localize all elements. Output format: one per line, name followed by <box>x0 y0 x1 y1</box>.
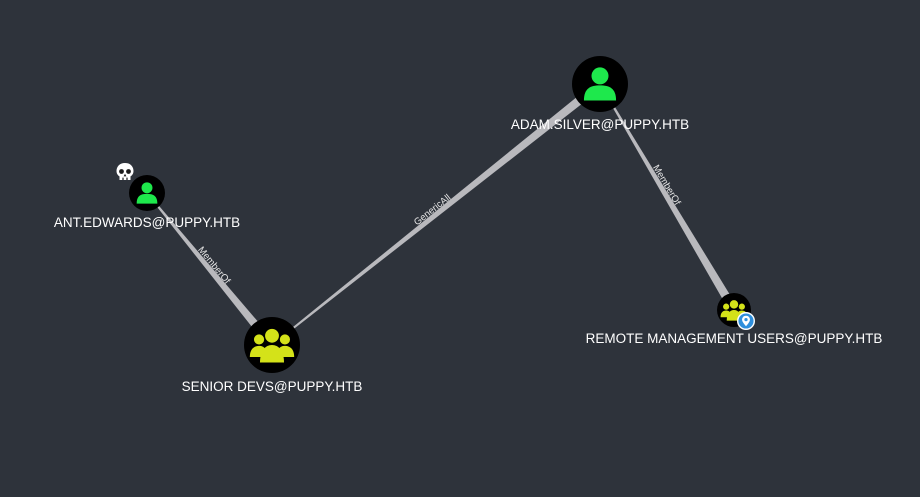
edge-line[interactable] <box>599 83 738 313</box>
node-ant[interactable]: ANT.EDWARDS@PUPPY.HTB <box>54 163 240 230</box>
node-label: ADAM.SILVER@PUPPY.HTB <box>511 117 689 132</box>
edge-label: MemberOf <box>195 245 232 287</box>
node-label: SENIOR DEVS@PUPPY.HTB <box>182 379 363 394</box>
node-remote[interactable]: REMOTE MANAGEMENT USERS@PUPPY.HTB <box>586 293 883 346</box>
edge-line[interactable] <box>146 192 276 348</box>
node-label: REMOTE MANAGEMENT USERS@PUPPY.HTB <box>586 331 883 346</box>
map-pin-icon <box>737 312 755 330</box>
skull-icon <box>116 163 134 180</box>
edge-label: GenericAll <box>412 192 453 228</box>
node-adam[interactable]: ADAM.SILVER@PUPPY.HTB <box>511 56 689 132</box>
node-senior[interactable]: SENIOR DEVS@PUPPY.HTB <box>182 317 363 394</box>
nodes-layer: ANT.EDWARDS@PUPPY.HTB ADAM.SILVER@PUPPY.H… <box>54 56 883 394</box>
node-label: ANT.EDWARDS@PUPPY.HTB <box>54 215 240 230</box>
edge-line[interactable] <box>271 80 603 346</box>
